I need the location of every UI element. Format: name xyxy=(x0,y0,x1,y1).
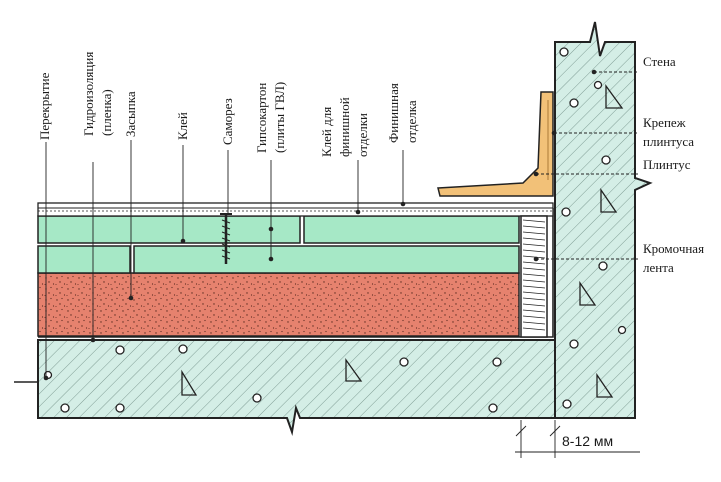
label-perekrytie: Перекрытие xyxy=(37,72,52,140)
label-gidroizolyatsiya-2: (пленка) xyxy=(99,89,114,136)
label-kromochnaya-2: лента xyxy=(643,260,674,275)
label-gidroizolyatsiya-1: Гидроизоляция xyxy=(81,52,96,136)
label-stena: Стена xyxy=(643,54,676,69)
label-finish-2: отделка xyxy=(404,100,419,143)
gap-dimension xyxy=(515,420,640,458)
floor-slab xyxy=(14,339,556,436)
waterproofing-film xyxy=(38,208,554,338)
label-krepezh-2: плинтуса xyxy=(643,134,694,149)
label-finish-1: Финишная xyxy=(386,83,401,143)
screw xyxy=(220,213,232,264)
label-samorez: Саморез xyxy=(220,98,235,145)
backfill-layer xyxy=(37,272,520,337)
wall-aggregate xyxy=(559,47,627,409)
label-gipsokarton-1: Гипсокартон xyxy=(254,83,269,153)
label-klei-finish-2: финишной xyxy=(337,97,352,157)
label-klei-finish-1: Клей для xyxy=(319,107,334,157)
label-gipsokarton-2: (плиты ГВЛ) xyxy=(272,82,287,153)
label-krepezh-1: Крепеж xyxy=(643,115,687,130)
skirting-board xyxy=(437,91,554,197)
label-klei-finish-3: отделки xyxy=(355,113,370,157)
label-gap: 8-12 мм xyxy=(562,433,613,449)
gypsum-boards xyxy=(37,215,520,274)
wall xyxy=(554,21,653,419)
edge-tape xyxy=(520,215,548,338)
label-plintus: Плинтус xyxy=(643,157,691,172)
leader-lines xyxy=(45,71,638,378)
finish-layers xyxy=(37,202,554,217)
label-klei: Клей xyxy=(175,112,190,140)
label-kromochnaya-1: Кромочная xyxy=(643,241,704,256)
leader-dots xyxy=(43,69,597,381)
slab-aggregate xyxy=(43,344,502,413)
label-zasypka: Засыпка xyxy=(123,91,138,137)
